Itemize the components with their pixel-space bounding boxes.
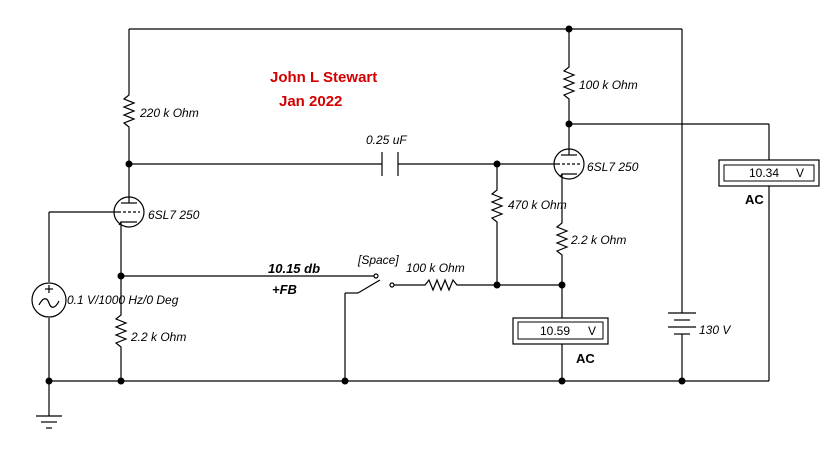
label-100k-plate: 100 k Ohm	[579, 78, 638, 92]
label-tube-v1: 6SL7 250	[148, 208, 200, 222]
label-2k2-v1: 2.2 k Ohm	[130, 330, 186, 344]
wires	[48, 28, 770, 416]
label-100k-feedback: 100 k Ohm	[406, 261, 465, 275]
resistor-220k	[122, 90, 136, 134]
output-meter-unit: V	[796, 166, 804, 180]
label-source: 0.1 V/1000 Hz/0 Deg	[67, 293, 179, 307]
label-switch-key: [Space]	[357, 253, 399, 267]
feedback-mode-label: +FB	[272, 282, 297, 297]
triode-tube-v1-icon	[113, 192, 145, 228]
label-battery: 130 V	[699, 323, 731, 337]
cathode-meter-mode: AC	[576, 351, 595, 366]
resistor-100k-plate	[562, 62, 576, 106]
resistor-2k2-v2	[555, 218, 569, 262]
ac-source-icon	[31, 282, 67, 318]
capacitor-icon	[381, 152, 399, 176]
label-tube-v2: 6SL7 250	[587, 160, 639, 174]
label-220k: 220 k Ohm	[139, 106, 199, 120]
output-meter-mode: AC	[745, 192, 764, 207]
voltmeter-output: 10.34 V	[718, 159, 820, 187]
ground-icon	[36, 415, 62, 429]
resistor-470k	[490, 185, 504, 229]
label-cap: 0.25 uF	[366, 133, 407, 147]
cathode-meter-unit: V	[588, 324, 596, 338]
resistor-2k2-v1	[114, 310, 128, 355]
feedback-gain-label: 10.15 db	[268, 261, 320, 276]
triode-tube-v2-icon	[552, 148, 585, 180]
author-name: John L Stewart	[270, 69, 377, 86]
label-470k: 470 k Ohm	[508, 198, 567, 212]
spdt-switch-icon[interactable]	[357, 273, 395, 294]
resistor-100k-feedback	[420, 278, 462, 292]
cathode-meter-value: 10.59	[540, 324, 570, 338]
battery-icon	[668, 312, 696, 338]
author-date: Jan 2022	[279, 93, 342, 110]
voltmeter-cathode: 10.59 V	[512, 317, 609, 345]
output-meter-value: 10.34	[749, 166, 779, 180]
junction-dots	[45, 25, 686, 385]
label-2k2-v2: 2.2 k Ohm	[570, 233, 626, 247]
